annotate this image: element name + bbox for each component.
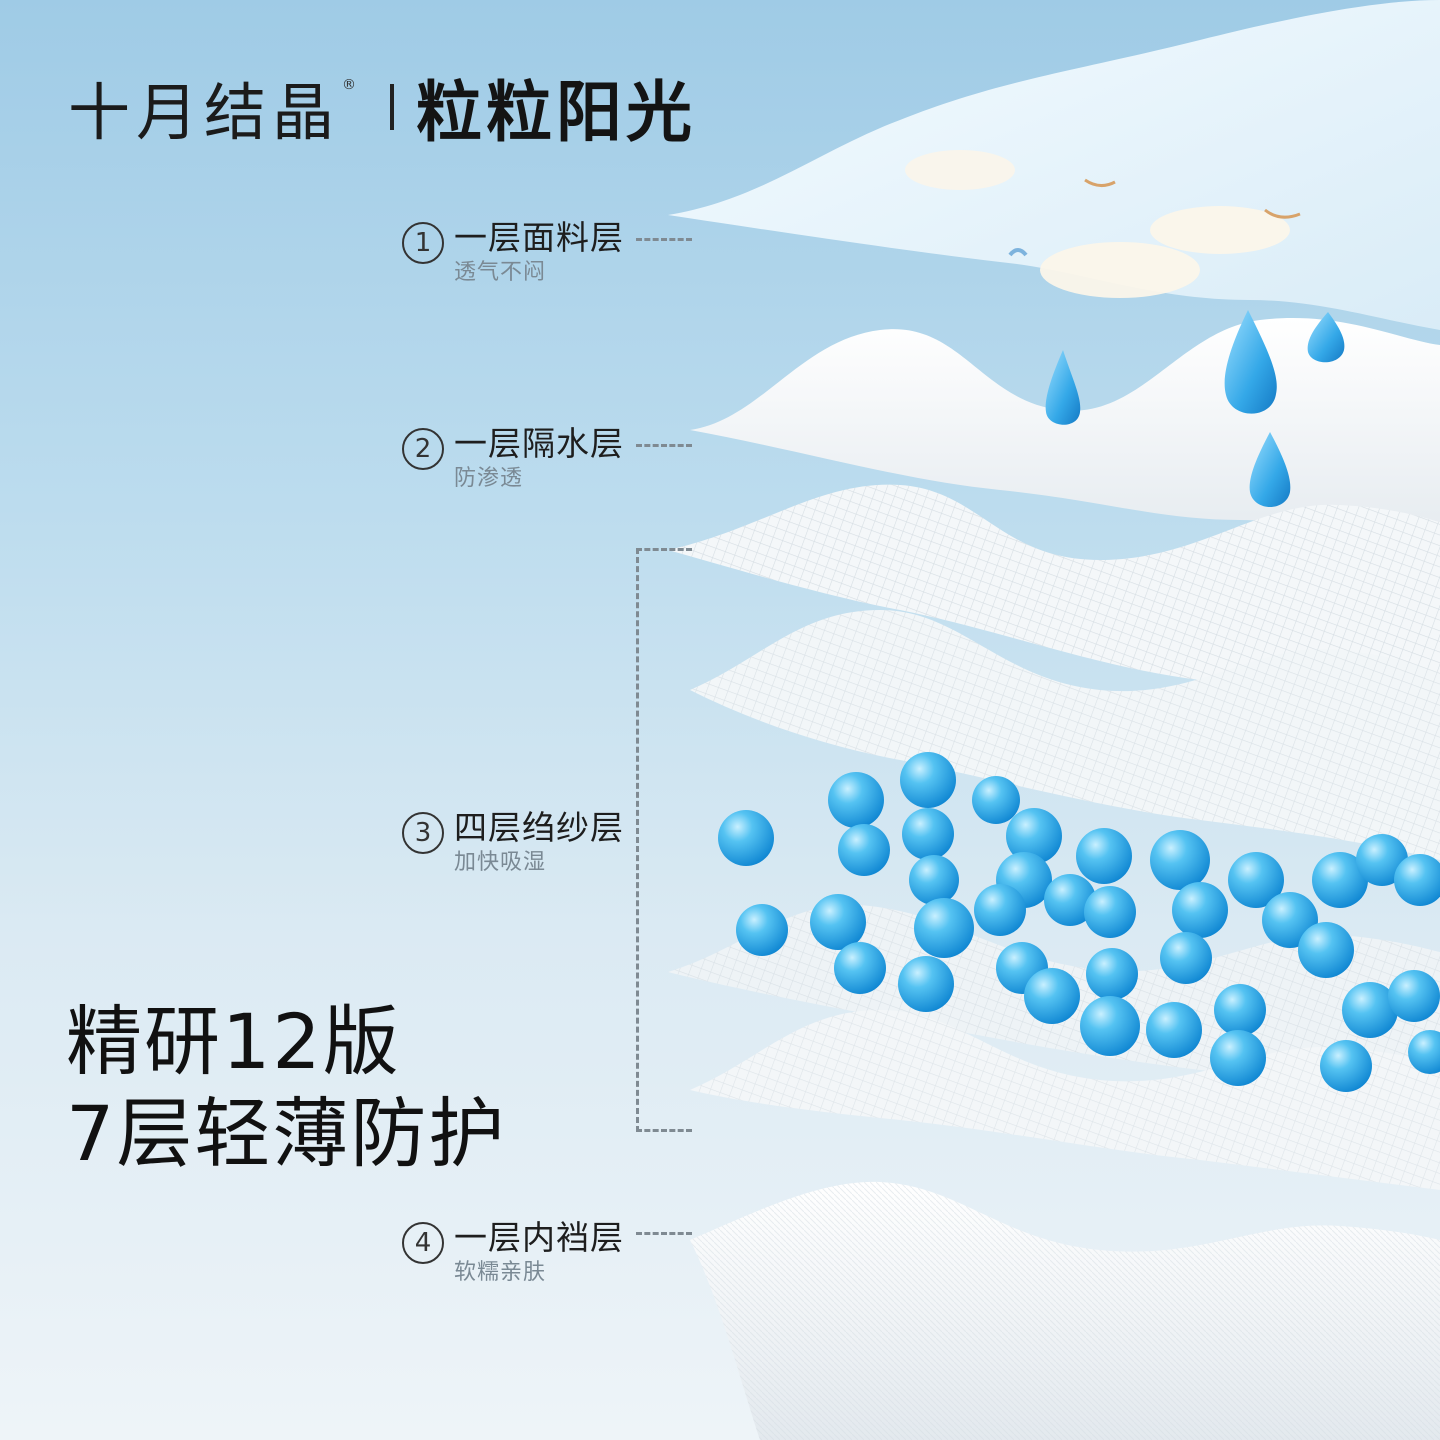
surface-fabric-layer bbox=[668, 0, 1440, 330]
layer-callout-3: 3 四层绉纱层 加快吸湿 bbox=[402, 808, 624, 878]
layer-number-3: 3 bbox=[402, 812, 444, 854]
registered-mark: ® bbox=[342, 77, 357, 93]
absorbent-beads bbox=[718, 752, 1440, 1092]
layer-subtitle-3: 加快吸湿 bbox=[454, 850, 547, 875]
layer-title-3: 四层绉纱层 bbox=[454, 808, 624, 847]
brand-header: 十月结晶 ® 粒粒阳光 bbox=[68, 62, 696, 152]
brand-name: 十月结晶 bbox=[68, 76, 341, 149]
layer-callout-4: 4 一层内裆层 软糯亲肤 bbox=[402, 1218, 624, 1288]
layer-callout-2: 2 一层隔水层 防渗透 bbox=[402, 424, 624, 494]
layer-callout-1: 1 一层面料层 透气不闷 bbox=[402, 218, 624, 288]
callout-leader-1 bbox=[636, 238, 692, 241]
layer-subtitle-2: 防渗透 bbox=[454, 466, 524, 491]
callout-leader-2 bbox=[636, 444, 692, 447]
headline-line-2: 7层轻薄防护 bbox=[66, 1089, 507, 1178]
layer-title-2: 一层隔水层 bbox=[454, 424, 624, 463]
crepe-layers-bracket bbox=[636, 548, 692, 1132]
water-droplets bbox=[1045, 310, 1345, 507]
callout-leader-4 bbox=[636, 1232, 692, 1235]
product-series: 粒粒阳光 bbox=[416, 74, 697, 151]
layer-title-1: 一层面料层 bbox=[454, 218, 624, 257]
layer-title-4: 一层内裆层 bbox=[454, 1218, 624, 1257]
inner-crotch-layer bbox=[690, 1181, 1440, 1440]
layer-subtitle-4: 软糯亲肤 bbox=[454, 1260, 547, 1285]
layer-number-1: 1 bbox=[402, 222, 444, 264]
layer-number-2: 2 bbox=[402, 428, 444, 470]
headline-line-1: 精研12版 bbox=[66, 997, 401, 1086]
layer-number-4: 4 bbox=[402, 1222, 444, 1264]
headline: 精研12版 7层轻薄防护 bbox=[66, 996, 506, 1180]
layer-subtitle-1: 透气不闷 bbox=[454, 260, 547, 285]
brand-divider bbox=[390, 84, 395, 130]
